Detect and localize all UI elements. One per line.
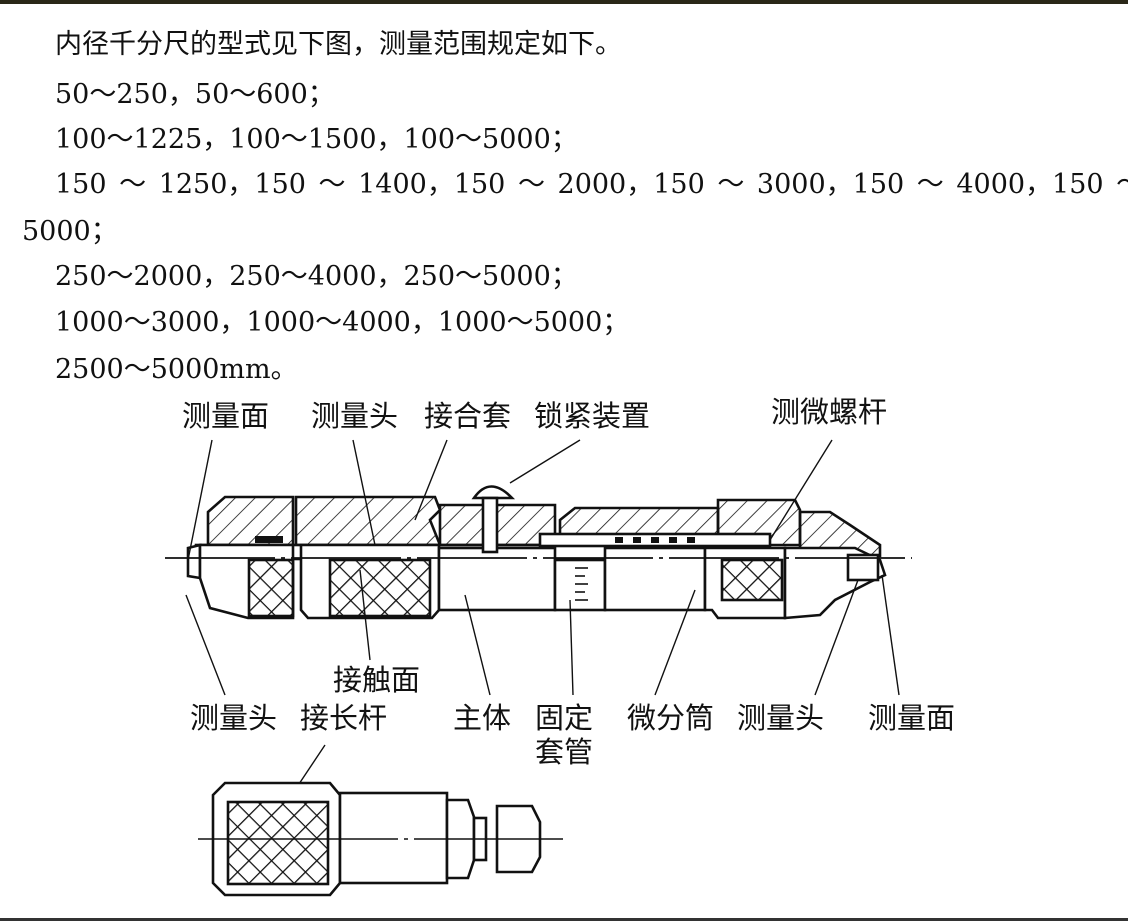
label-fixed-sleeve-1: 固定	[535, 701, 594, 735]
leader-lines	[185, 439, 900, 806]
label-measuring-face-right: 测量面	[868, 701, 956, 735]
range-line-2: 100～1225，100～1500，100～5000；	[55, 124, 578, 155]
label-measuring-head-left: 测量头	[190, 701, 278, 735]
range-line-1: 50～250，50～600；	[55, 79, 335, 110]
label-measuring-head: 测量头	[311, 399, 399, 433]
range-line-4: 250～2000，250～4000，250～5000；	[55, 261, 578, 292]
label-contact-face: 接触面	[333, 663, 421, 697]
label-locking-device: 锁紧装置	[534, 399, 651, 433]
label-thimble: 微分筒	[627, 701, 715, 735]
range-line-5: 1000～3000，1000～4000，1000～5000；	[55, 307, 630, 338]
label-measuring-head-right: 测量头	[737, 701, 825, 735]
range-line-3-cont: 5000；	[22, 216, 118, 247]
intro-text: 内径千分尺的型式见下图，测量范围规定如下。	[55, 29, 622, 60]
label-micrometer-screw: 测微螺杆	[771, 395, 888, 429]
range-line-6: 2500～5000mm。	[55, 354, 298, 385]
range-line-3: 150 ～ 1250，150 ～ 1400，150 ～ 2000，150 ～ 3…	[55, 169, 1128, 200]
micrometer-assembly	[186, 485, 887, 620]
label-main-body: 主体	[453, 701, 512, 735]
bottom-border	[0, 918, 1128, 921]
label-extension-rod: 接长杆	[300, 701, 388, 735]
top-border	[0, 0, 1128, 4]
label-measuring-face: 测量面	[182, 399, 270, 433]
label-fixed-sleeve-2: 套管	[535, 735, 594, 769]
label-coupling-sleeve: 接合套	[424, 399, 512, 433]
